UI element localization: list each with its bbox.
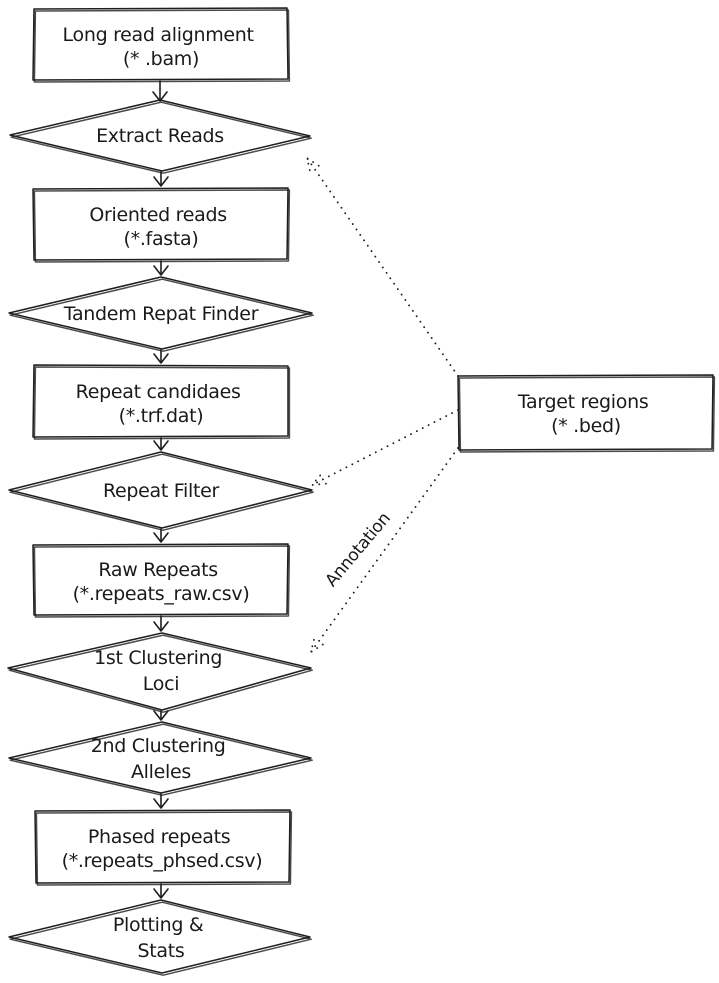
node-label: Phased repeats (*.repeats_phsed.csv) — [62, 826, 263, 872]
rectangle-shape — [34, 809, 291, 884]
arrow-raw-to-first-clustering — [153, 615, 169, 632]
arrow-extract-to-oriented — [153, 171, 169, 187]
arrow-head-icon — [153, 440, 169, 451]
rectangle-shape-sketch — [33, 9, 291, 83]
diamond-shape — [8, 899, 311, 974]
arrow-candidates-to-filter — [153, 437, 169, 451]
arrow-head-icon — [153, 710, 169, 721]
node-oriented-reads: Oriented reads (*.fasta) — [32, 187, 291, 263]
dotted-arrow-line — [306, 157, 459, 377]
arrow-head-icon — [152, 91, 168, 102]
rectangle-shape — [32, 364, 289, 438]
diamond-shape — [9, 99, 311, 172]
arrow-second-to-phased — [153, 793, 169, 809]
dotted-arrow-target-to-repeat-filter — [309, 409, 459, 487]
node-label: Raw Repeats (*.repeats_raw.csv) — [73, 559, 250, 605]
arrow-phased-to-plotting — [153, 883, 169, 899]
node-label: Extract Reads — [96, 125, 224, 147]
node-label: Long read alignment (* .bam) — [63, 24, 260, 70]
rectangle-shape-sketch — [35, 811, 293, 886]
rectangle-shape — [32, 187, 289, 261]
dotted-arrow-target-to-first-clustering — [309, 447, 459, 654]
node-raw-repeats: Raw Repeats (*.repeats_raw.csv) — [32, 543, 291, 618]
arrow-head-icon — [153, 176, 169, 187]
arrow-head-icon — [153, 532, 169, 543]
diamond-shape — [8, 721, 312, 794]
node-label: 2nd Clustering Alleles — [91, 735, 232, 783]
rectangle-shape-sketch — [33, 189, 291, 263]
node-repeat-filter: Repeat Filter — [8, 451, 314, 531]
node-label: 1st Clustering Loci — [94, 647, 228, 695]
node-label: Tandem Repat Finder — [63, 303, 259, 325]
arrow-long-read-to-extract — [152, 80, 168, 102]
dotted-arrow-head-icon — [309, 637, 324, 654]
rectangle-shape — [457, 374, 714, 451]
rectangle-shape-sketch — [33, 366, 291, 440]
node-label: Plotting & Stats — [113, 914, 209, 962]
node-extract-reads: Extract Reads — [9, 99, 312, 174]
node-repeat-candidates: Repeat candidaes (*.trf.dat) — [32, 364, 291, 440]
node-label: Oriented reads (*.fasta) — [89, 204, 232, 250]
rectangle-shape — [32, 543, 289, 616]
node-tandem-repeat-finder: Tandem Repat Finder — [8, 276, 314, 352]
diamond-shape — [7, 632, 312, 711]
node-second-clustering-alleles: 2nd Clustering Alleles — [8, 721, 313, 796]
diamond-shape — [8, 276, 313, 350]
arrow-filter-to-raw — [153, 528, 169, 543]
diamond-shape — [8, 451, 313, 529]
node-label: Target regions (* .bed) — [517, 391, 654, 437]
node-long-read-alignment: Long read alignment (* .bam) — [32, 7, 291, 83]
dotted-arrow-head-icon — [305, 156, 320, 173]
node-target-regions: Target regions (* .bed) — [457, 374, 716, 453]
dotted-arrow-target-to-extract-reads — [305, 156, 459, 377]
dotted-arrow-line — [311, 409, 459, 486]
arrow-head-icon — [153, 888, 169, 899]
arrow-head-icon — [153, 621, 169, 632]
arrow-head-icon — [153, 798, 169, 809]
node-plotting-stats: Plotting & Stats — [8, 899, 312, 976]
dotted-arrow-line — [310, 447, 459, 653]
node-phased-repeats: Phased repeats (*.repeats_phsed.csv) — [34, 809, 293, 886]
rectangle-shape-sketch — [33, 545, 291, 618]
node-label: Repeat candidaes (*.trf.dat) — [76, 381, 247, 427]
arrow-tandem-to-candidates — [153, 349, 169, 364]
rectangle-shape — [32, 7, 289, 81]
arrow-oriented-to-tandem — [153, 260, 169, 276]
node-label: Repeat Filter — [103, 480, 220, 502]
arrow-head-icon — [153, 353, 169, 364]
dotted-arrow-head-icon — [309, 473, 327, 487]
arrow-head-icon — [153, 265, 169, 276]
node-first-clustering-loci: 1st Clustering Loci — [7, 632, 313, 713]
